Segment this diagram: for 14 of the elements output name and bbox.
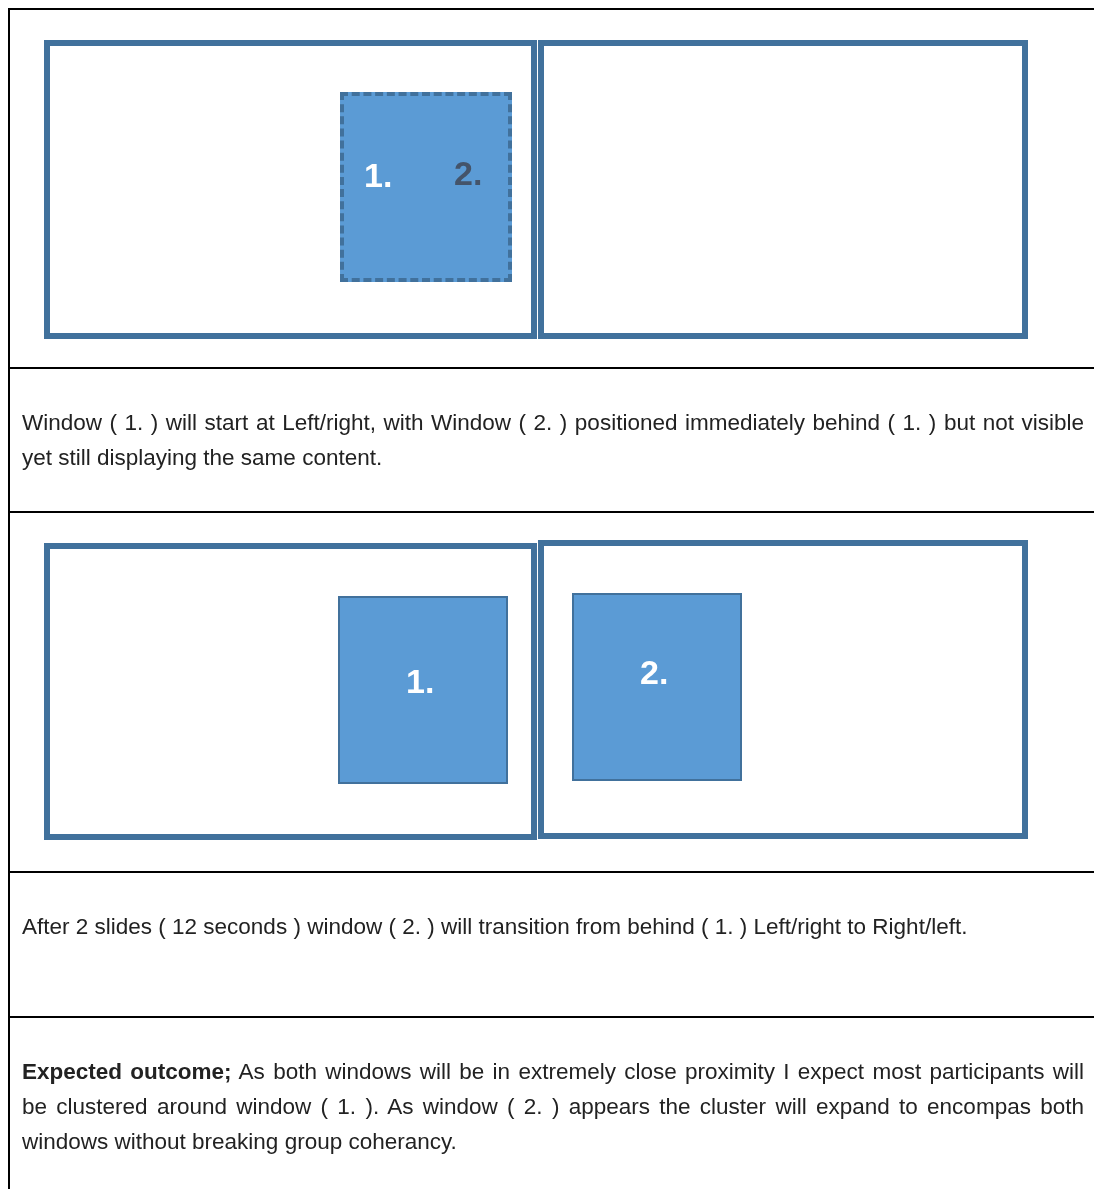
description-paragraph: Expected outcome; As both windows will be in extremely close proximity I expect most participants will be clustered around window ( 1. ). As window ( 2. ) appears the cluster will expand to encompas both windows without breaking group coherancy. <box>22 1058 1084 1156</box>
screen-frame <box>44 40 537 339</box>
screen-frame <box>538 540 1028 839</box>
screen-frame <box>538 40 1028 339</box>
window-number: 1. <box>364 156 393 195</box>
overlapping-window-panel <box>340 92 512 282</box>
window-panel <box>572 593 742 781</box>
window-number: 2. <box>454 154 483 193</box>
description-paragraph: Window ( 1. ) will start at Left/right, with Window ( 2. ) positioned immediately behind ( 1. ) but not visible yet still displaying the same content. <box>22 409 1084 472</box>
description-paragraph: After 2 slides ( 12 seconds ) window ( 2. ) will transition from behind ( 1. ) Left/right to Right/left. <box>22 913 969 941</box>
screen-frame <box>44 543 537 840</box>
window-panel <box>338 596 508 784</box>
window-number: 2. <box>640 653 669 692</box>
window-number: 1. <box>406 662 435 701</box>
